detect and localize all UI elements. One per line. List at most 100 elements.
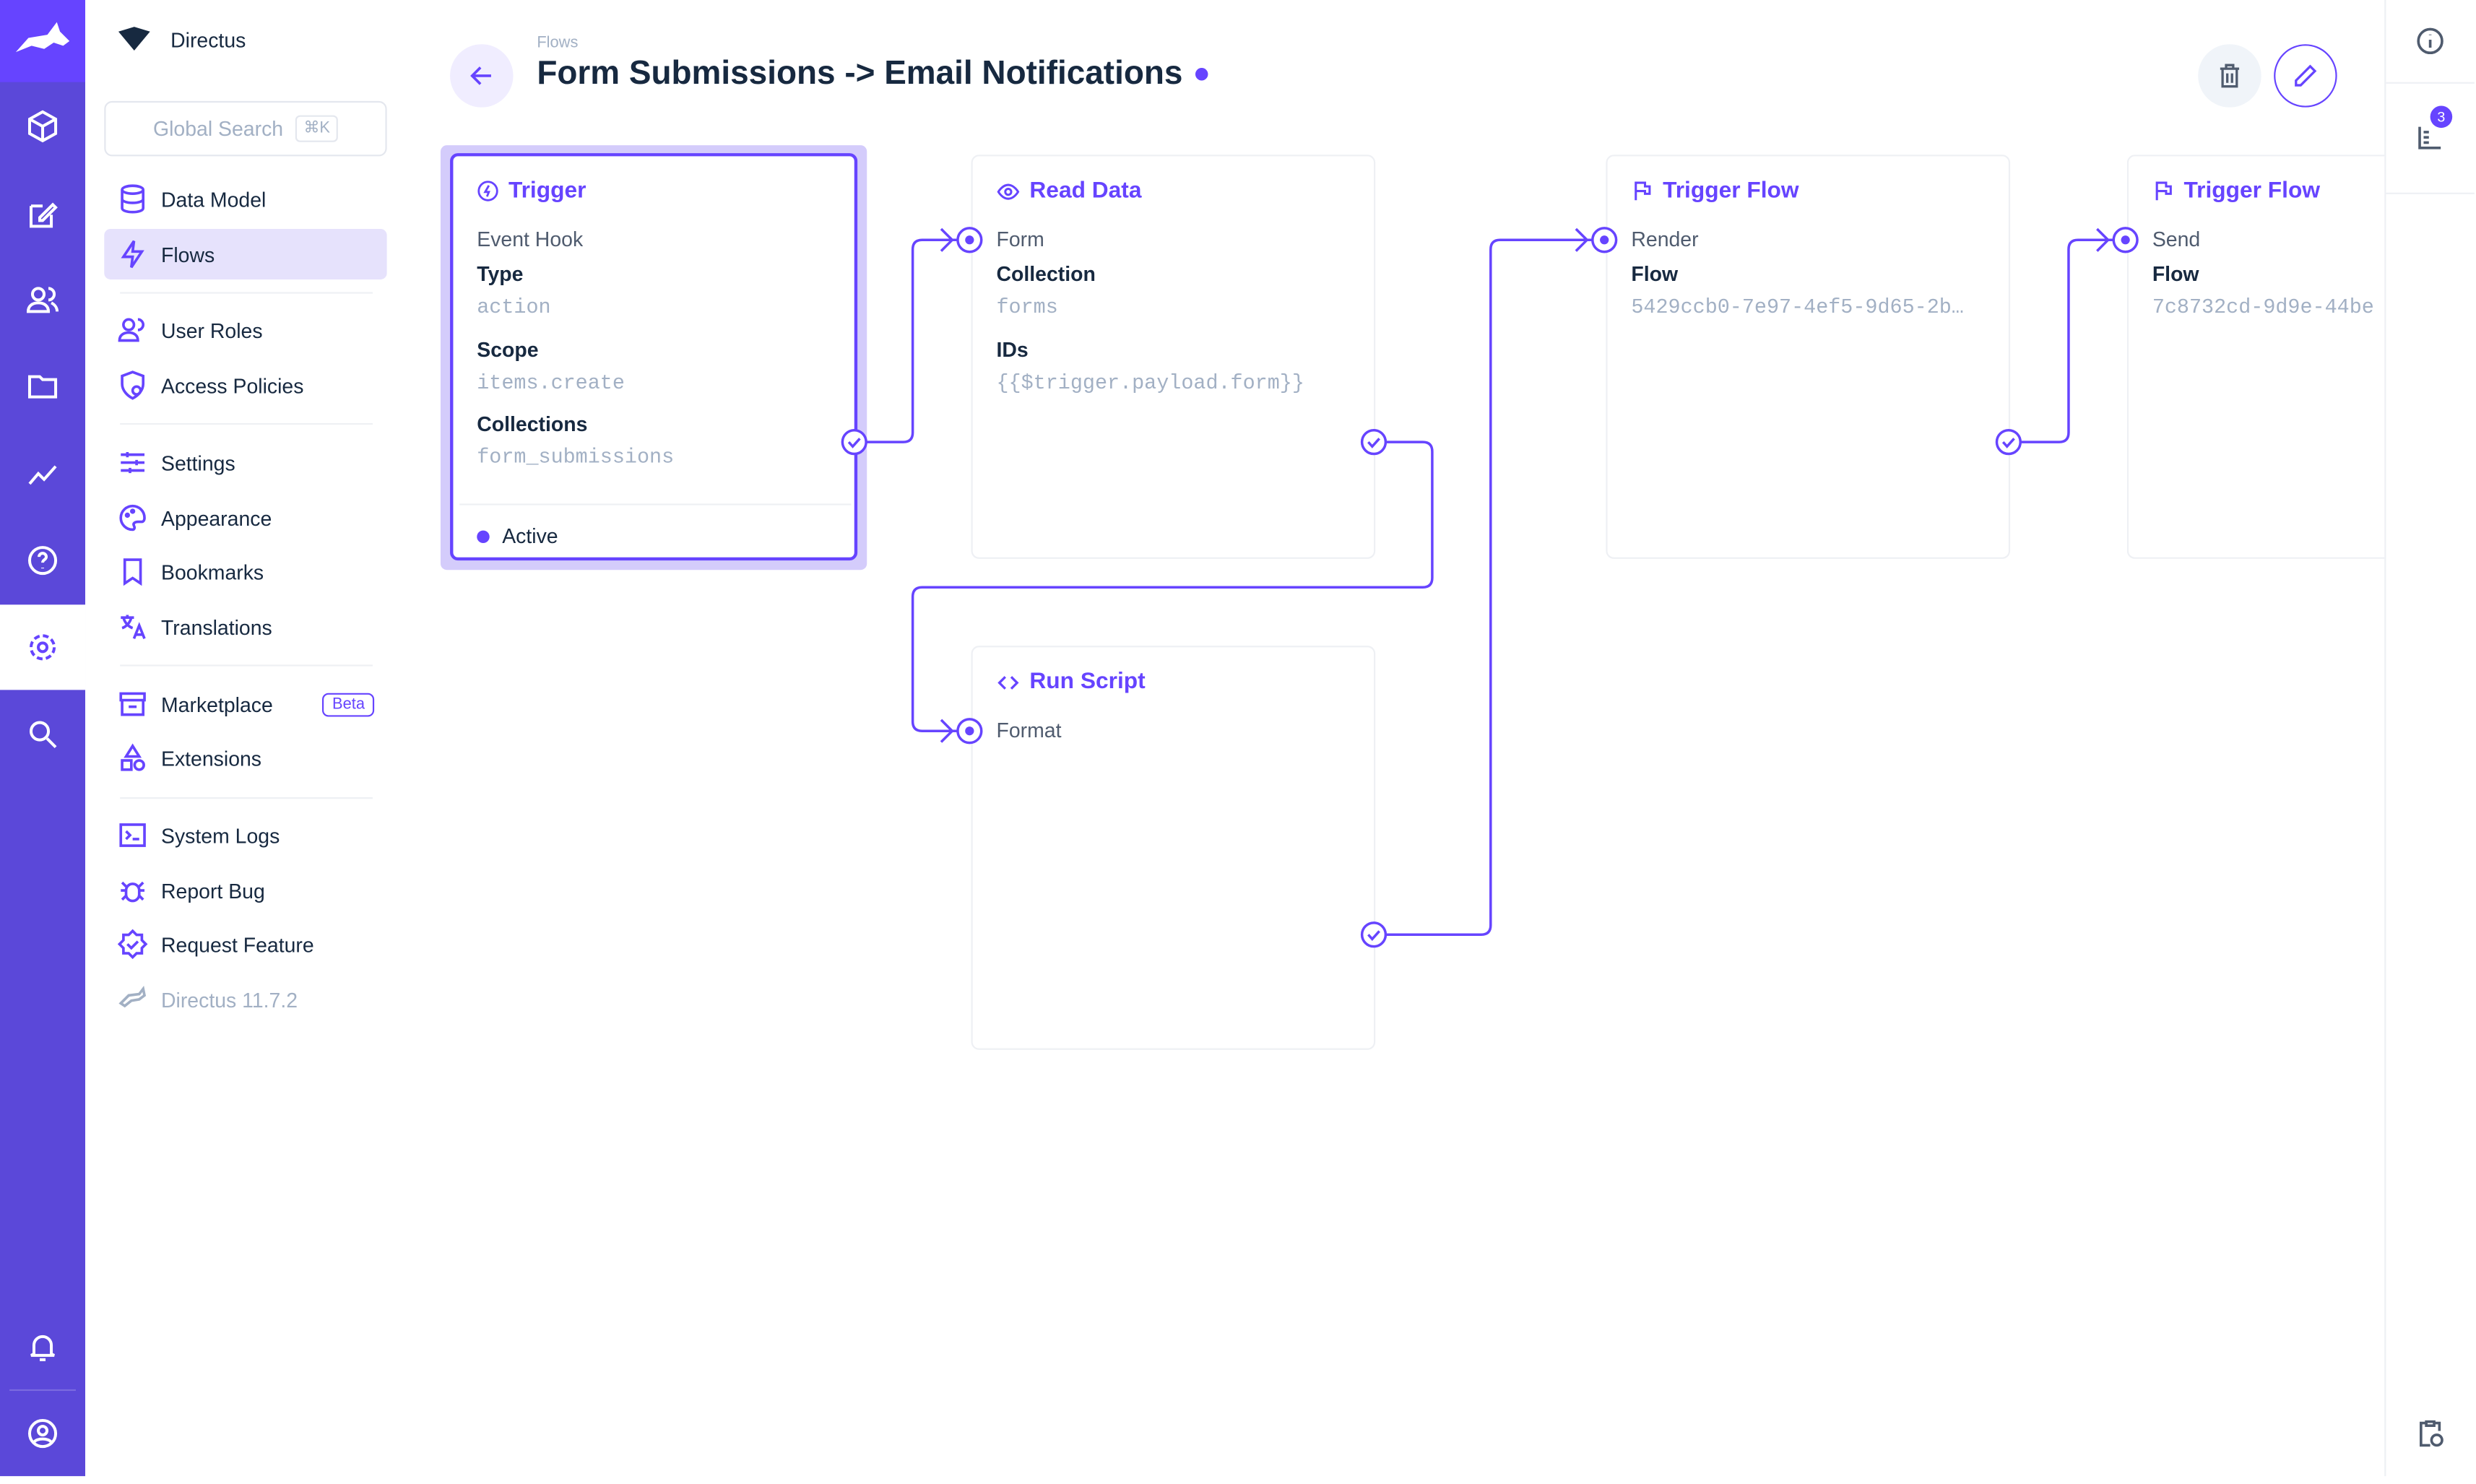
users-icon (118, 318, 144, 342)
sidebar-item-label: Marketplace (160, 692, 273, 716)
status-text: Active (502, 524, 558, 548)
files-folder-icon[interactable] (0, 344, 85, 430)
sidebar-item-directus-11-7-2[interactable]: Directus 11.7.2 (104, 974, 386, 1025)
global-search-input[interactable]: Global Search ⌘K (104, 100, 387, 157)
collections-label: Collections (477, 412, 588, 436)
sidebar-item-report-bug[interactable]: Report Bug (104, 865, 386, 916)
read-data-panel[interactable]: Read Data Form Collection forms IDs {{$t… (971, 155, 1376, 559)
success-output-handle[interactable] (1995, 428, 2022, 456)
directus-logo[interactable] (0, 0, 86, 82)
success-output-handle[interactable] (1360, 921, 1388, 948)
sidebar-item-bookmarks[interactable]: Bookmarks (104, 546, 386, 596)
success-output-handle[interactable] (841, 428, 867, 456)
logs-button[interactable] (2386, 84, 2474, 191)
trigger-panel[interactable]: Trigger Event Hook Type action Scope ite… (450, 153, 858, 561)
success-output-handle[interactable] (1360, 428, 1388, 456)
divider (120, 797, 373, 799)
bolt-circle-icon (477, 181, 498, 201)
sidebar-item-system-logs[interactable]: System Logs (104, 810, 386, 861)
insights-icon[interactable] (0, 431, 85, 516)
ids-value: {{$trigger.payload.form}} (996, 370, 1304, 395)
operation-name: Send (2152, 227, 2201, 251)
flow-label: Flow (1631, 261, 1679, 286)
sidebar-item-settings[interactable]: Settings (104, 438, 386, 488)
page-title: Form Submissions -> Email Notifications (537, 56, 1208, 93)
project-logo-icon (118, 27, 150, 51)
input-handle[interactable] (956, 718, 983, 745)
flow-label: Flow (2152, 261, 2199, 286)
terminal-icon (119, 823, 146, 847)
sidebar-item-label: User Roles (160, 318, 263, 342)
edit-module-icon[interactable] (0, 172, 85, 257)
sidebar-item-request-feature[interactable]: Request Feature (104, 919, 386, 969)
run-script-panel[interactable]: Run Script Format (971, 646, 1376, 1050)
delete-button[interactable] (2198, 44, 2261, 108)
collection-value: forms (996, 295, 1058, 319)
search-placeholder: Global Search (152, 116, 284, 141)
edit-button[interactable] (2274, 44, 2337, 108)
divider (459, 503, 852, 505)
panel-title: Trigger Flow (2152, 178, 2320, 204)
divider (120, 422, 373, 425)
sidebar-item-appearance[interactable]: Appearance (104, 493, 386, 543)
sidebar-item-flows[interactable]: Flows (104, 229, 387, 279)
sidebar-item-label: Bookmarks (160, 560, 264, 583)
trigger-flow-panel-render[interactable]: Trigger Flow Render Flow 5429ccb0-7e97-4… (1606, 155, 2011, 559)
sidebar-item-access-policies[interactable]: Access Policies (104, 360, 386, 410)
eye-icon (997, 183, 1020, 199)
user-avatar-icon[interactable] (0, 1391, 85, 1476)
help-icon[interactable] (0, 518, 85, 603)
operation-name: Render (1631, 227, 1699, 251)
clipboard-clock-icon (2420, 1420, 2443, 1447)
notifications-bell-icon[interactable] (0, 1304, 85, 1389)
type-label: Type (477, 261, 524, 286)
info-button[interactable] (2386, 0, 2474, 82)
project-header[interactable]: Directus (117, 25, 246, 53)
clipboard-history-button[interactable] (2386, 1392, 2474, 1475)
input-handle[interactable] (956, 227, 983, 253)
search-shortcut: ⌘K (295, 115, 338, 142)
divider (2386, 82, 2475, 84)
back-button[interactable] (450, 44, 514, 108)
arrowhead (940, 227, 2111, 743)
input-handle[interactable] (2112, 227, 2139, 253)
input-handle[interactable] (1591, 227, 1618, 253)
translate-icon (121, 615, 146, 640)
palette-icon (119, 504, 146, 531)
directus-icon (118, 985, 147, 1008)
search-icon[interactable] (0, 692, 85, 777)
panel-clip: Trigger Flow Send Flow 7c8732cd-9d9e-44b… (2126, 155, 2385, 559)
sidebar-item-label: Extensions (160, 745, 262, 770)
sidebar-item-label: Access Policies (160, 373, 304, 397)
sidebar-item-translations[interactable]: Translations (104, 602, 386, 652)
logs-count-badge: 3 (2430, 105, 2453, 129)
type-value: action (477, 295, 551, 319)
trigger-flow-panel-send[interactable]: Trigger Flow Send Flow 7c8732cd-9d9e-44b… (2126, 155, 2385, 559)
breadcrumb[interactable]: Flows (537, 35, 579, 53)
sidebar-item-user-roles[interactable]: User Roles (104, 305, 386, 355)
status-dot (1195, 68, 1208, 81)
divider (9, 1389, 76, 1392)
flow-handles (841, 227, 2139, 948)
panel-title: Run Script (997, 669, 1146, 695)
sidebar-item-extensions[interactable]: Extensions (104, 732, 386, 783)
sidebar-item-label: Appearance (160, 505, 272, 530)
sidebar-item-label: Flows (160, 242, 215, 266)
sidebar-item-label: Data Model (160, 187, 267, 211)
status-indicator: Active (477, 524, 558, 548)
content-module-cube-icon[interactable] (0, 84, 85, 169)
active-dot (477, 529, 490, 542)
users-module-icon[interactable] (0, 257, 85, 342)
panel-title-text: Trigger Flow (1663, 178, 1799, 204)
page-title-text: Form Submissions -> Email Notifications (537, 55, 1183, 92)
connector-flow1-flow2 (2008, 238, 2126, 443)
settings-gear-icon[interactable] (0, 604, 86, 690)
flow-connections (854, 227, 2126, 936)
sliders-icon (121, 451, 145, 474)
panel-title: Trigger Flow (1631, 178, 1799, 204)
sidebar-item-data-model[interactable]: Data Model (104, 173, 386, 224)
panel-title: Read Data (997, 178, 1141, 204)
logs-list-icon (2418, 126, 2441, 149)
